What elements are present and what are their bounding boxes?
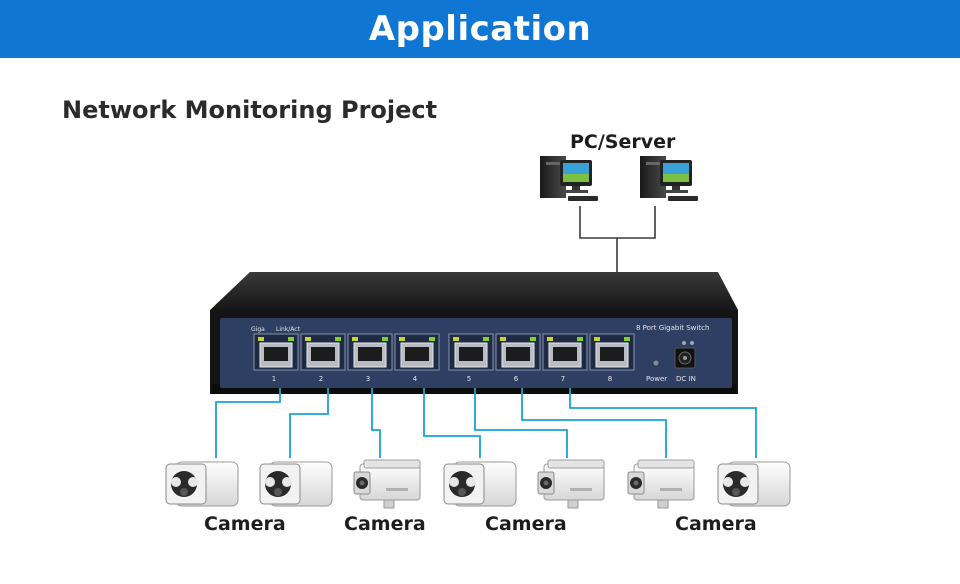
port-number-8: 8 (608, 375, 612, 383)
power-led (653, 360, 659, 366)
switch-ports: 1 2 3 4 5 6 7 8 (253, 333, 635, 383)
header-title: Application (368, 9, 592, 49)
switch-model-label: 8 Port Gigabit Switch (636, 324, 709, 332)
camera-cables (215, 388, 757, 458)
port-number-3: 3 (366, 375, 370, 383)
ethernet-port-1: 1 (253, 333, 299, 383)
port-number-5: 5 (467, 375, 471, 383)
pc-server-label: PC/Server (570, 131, 676, 153)
port-number-1: 1 (272, 375, 276, 383)
port-number-2: 2 (319, 375, 323, 383)
ethernet-port-8: 8 (589, 333, 635, 383)
camera-5 (537, 459, 605, 509)
led-label-link: Link/Act (276, 326, 301, 333)
camera-label-1: Camera (204, 513, 286, 535)
ethernet-port-6: 6 (495, 333, 541, 383)
ethernet-port-2: 2 (300, 333, 346, 383)
ethernet-port-4: 4 (394, 333, 440, 383)
camera-label-3: Camera (485, 513, 567, 535)
camera-3 (353, 459, 421, 509)
ethernet-port-7: 7 (542, 333, 588, 383)
pc-server-2 (640, 156, 698, 201)
camera-4 (443, 461, 517, 507)
camera-7 (717, 461, 791, 507)
dc-in-label: DC IN (676, 375, 696, 383)
power-label: Power (646, 375, 667, 383)
camera-label-2: Camera (344, 513, 426, 535)
camera-label-4: Camera (675, 513, 757, 535)
port-number-6: 6 (514, 375, 519, 383)
port-number-4: 4 (413, 375, 418, 383)
camera-1 (165, 461, 239, 507)
port-number-7: 7 (561, 375, 565, 383)
ethernet-port-3: 3 (347, 333, 393, 383)
ethernet-port-5: 5 (448, 333, 494, 383)
dc-in-jack (674, 341, 696, 369)
cameras (165, 459, 791, 509)
camera-6 (627, 459, 695, 509)
header-banner: Application (0, 0, 960, 58)
camera-2 (259, 461, 333, 507)
led-label-giga: Giga (251, 326, 265, 333)
pc-server-1 (540, 156, 598, 201)
project-title: Network Monitoring Project (62, 96, 438, 124)
